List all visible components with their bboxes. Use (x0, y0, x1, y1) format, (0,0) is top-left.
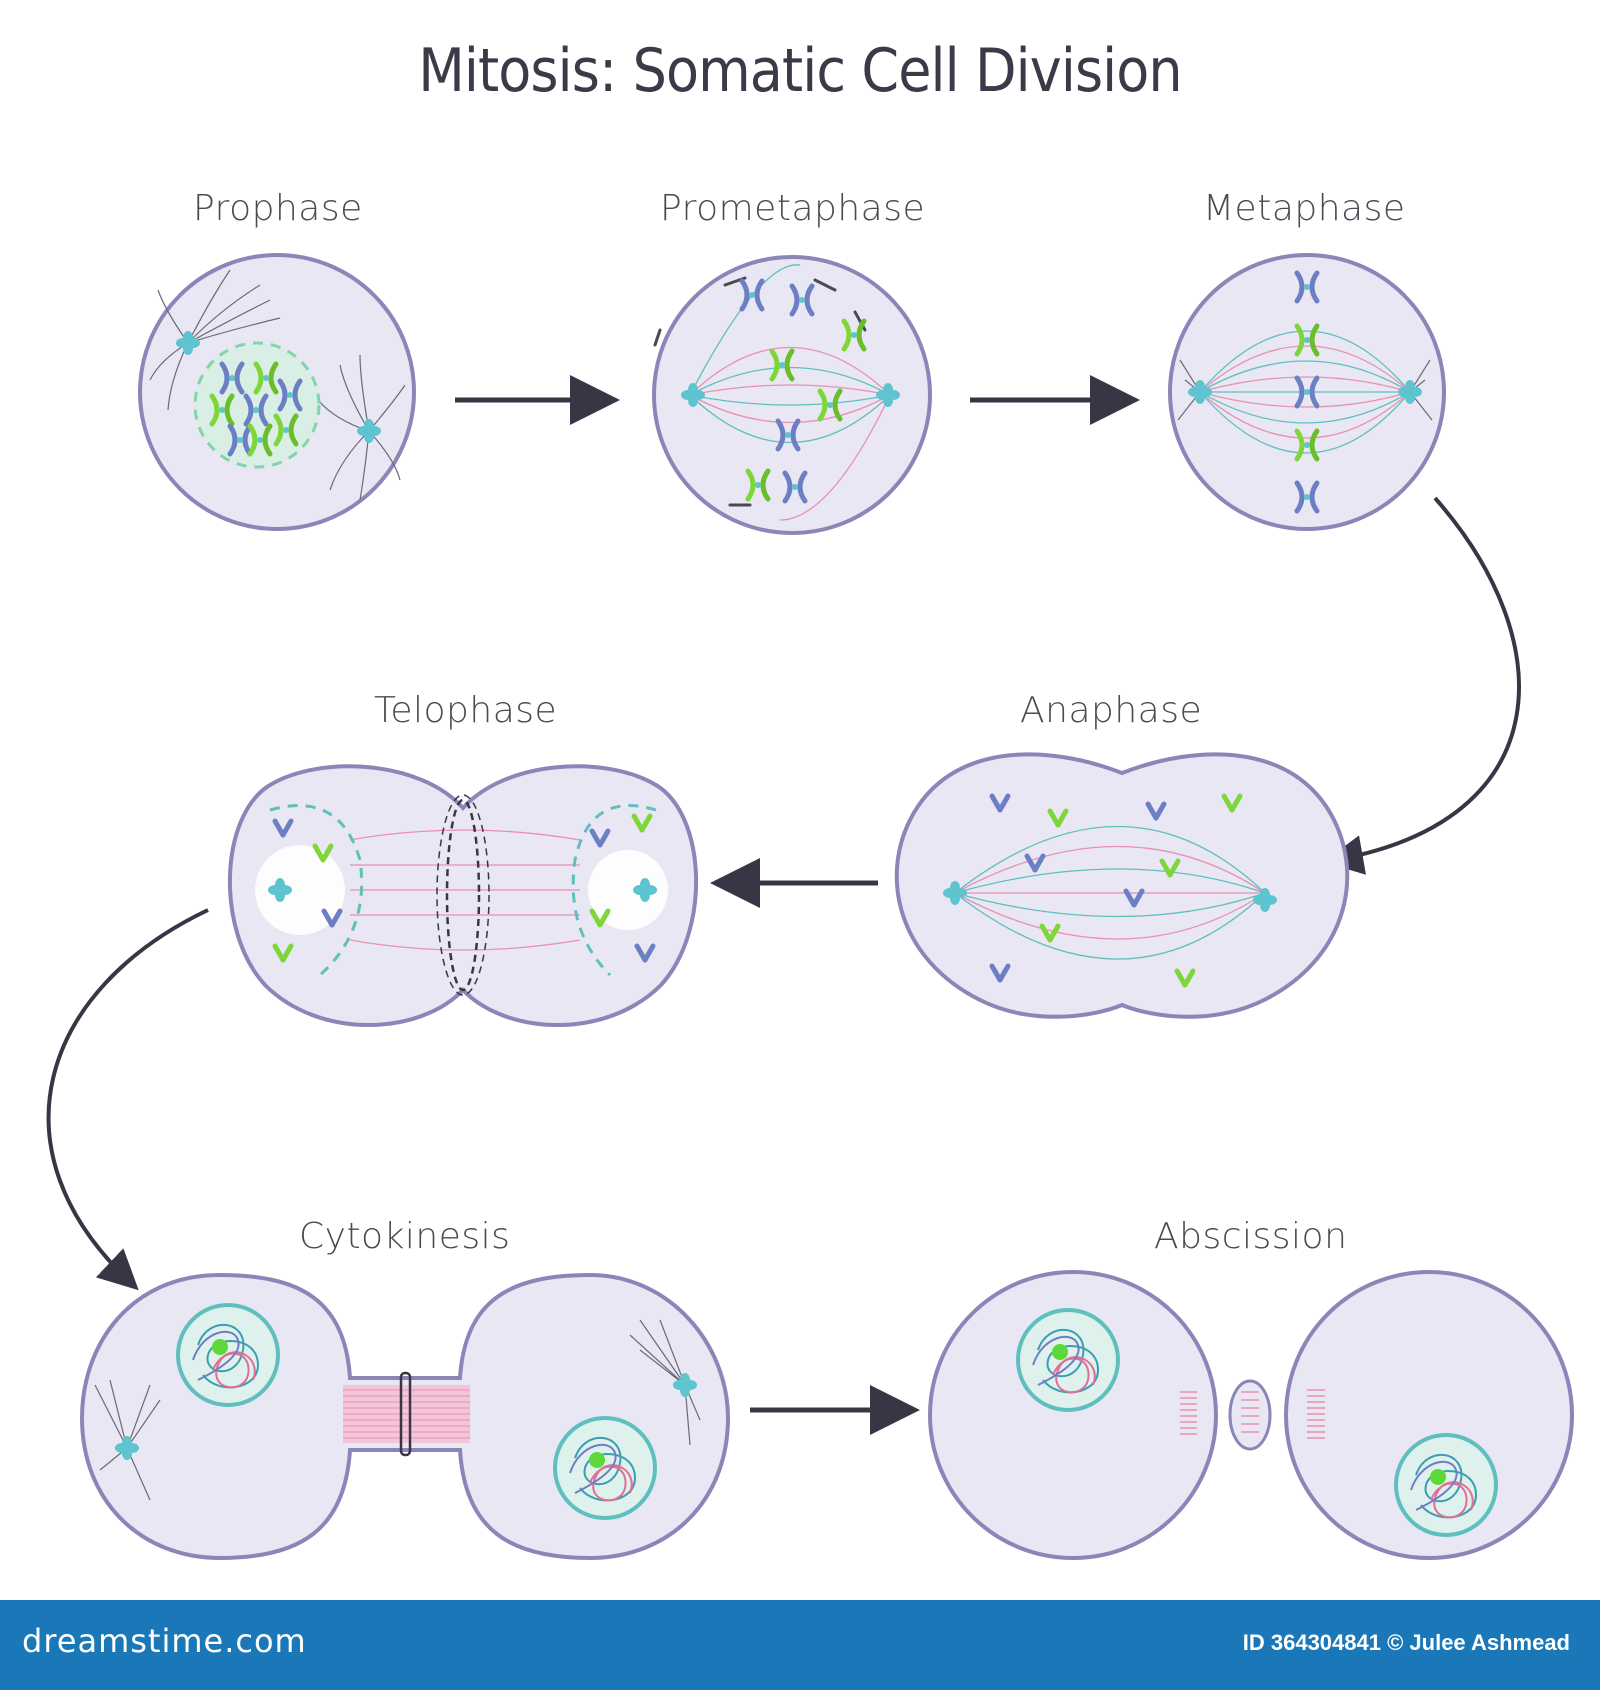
arrow-metaphase-to-anaphase (1323, 496, 1521, 875)
label-metaphase: Metaphase (1203, 188, 1406, 229)
cell-anaphase (894, 752, 1350, 1019)
spindle-fibers (1199, 330, 1411, 454)
footer-bar: dreamstime.com ID 364304841 © Julee Ashm… (0, 1600, 1600, 1690)
diagram-title: Mitosis: Somatic Cell Division (418, 36, 1182, 106)
nucleus-right (553, 1416, 657, 1520)
cell-prophase (138, 253, 416, 531)
label-prometaphase: Prometaphase (660, 188, 926, 229)
nucleus-right (1394, 1433, 1498, 1537)
spindle-fibers (954, 825, 1266, 960)
image-credit: ID 364304841 © Julee Ashmead (1242, 1630, 1570, 1655)
daughter-cell-right (1284, 1270, 1574, 1560)
daughter-cell-left (928, 1270, 1218, 1560)
midbody-remnant (1228, 1379, 1272, 1451)
aster-lines-left (149, 269, 281, 411)
label-abscission: Abscission (1154, 1216, 1348, 1257)
midbody-bridge (343, 1371, 470, 1457)
cell-telophase (228, 764, 698, 1027)
label-anaphase: Anaphase (1020, 690, 1203, 731)
cell-abscission (928, 1270, 1574, 1560)
reforming-envelope (269, 804, 657, 977)
label-telophase: Telophase (374, 690, 558, 731)
cell-cytokinesis (79, 1272, 731, 1561)
cleavage-furrow (445, 798, 481, 992)
spindle-fibers (689, 264, 891, 521)
label-cytokinesis: Cytokinesis (299, 1216, 511, 1257)
nucleus-left (176, 1303, 280, 1407)
cell-prometaphase (652, 255, 932, 535)
midbody-ring (399, 1371, 412, 1457)
arrow-telophase-to-cytokinesis (46, 908, 209, 1291)
brand-watermark[interactable]: dreamstime.com (22, 1622, 307, 1660)
nucleus-left (1016, 1308, 1120, 1412)
cell-metaphase (1168, 253, 1446, 531)
midzone-fibers (349, 829, 581, 951)
label-prophase: Prophase (193, 188, 363, 229)
